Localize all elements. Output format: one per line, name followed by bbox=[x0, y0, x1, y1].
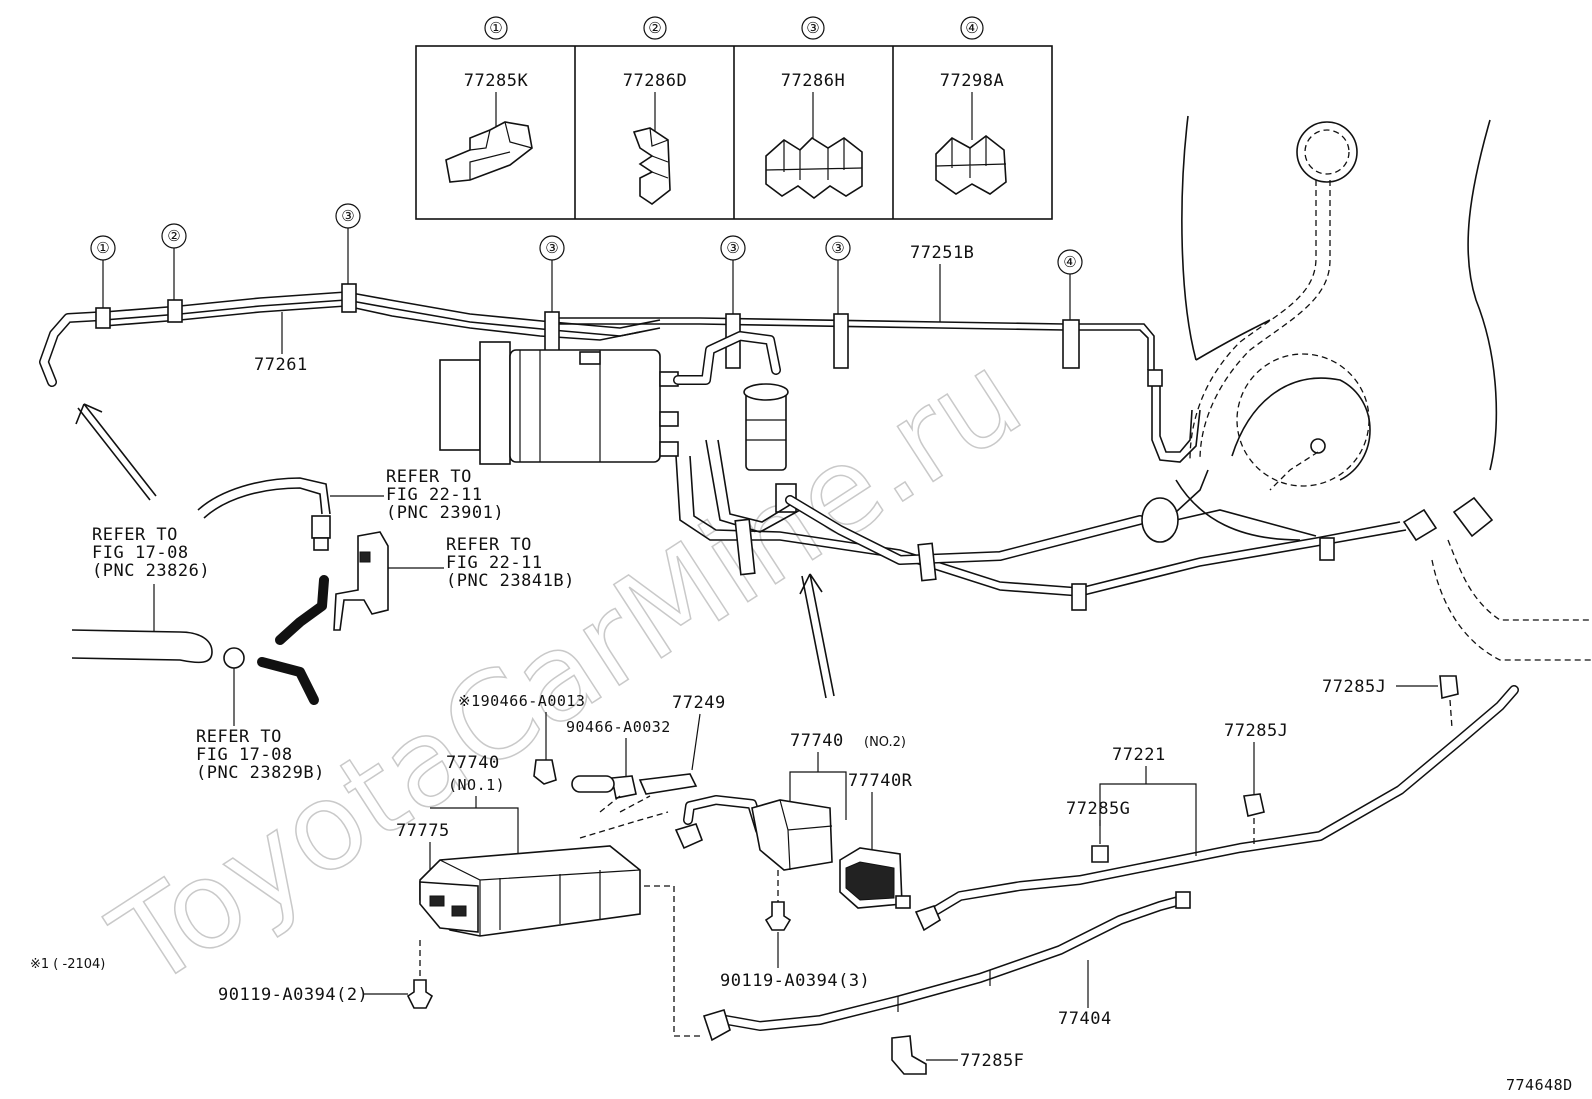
upper-pipe-lines bbox=[39, 291, 1201, 463]
label-77285f: 77285F bbox=[960, 1051, 1024, 1071]
legend-index-3: ③ bbox=[806, 19, 819, 37]
legend-index-1: ① bbox=[489, 19, 502, 37]
marker-3c: ③ bbox=[726, 239, 739, 257]
label-77285j-b: 77285J bbox=[1224, 721, 1288, 741]
hose-77404-group: 77404 77285F bbox=[702, 891, 1191, 1075]
pointer-arrows bbox=[75, 403, 835, 699]
marker-3a: ③ bbox=[341, 207, 354, 225]
label-90119-2: 90119-A0394(2) bbox=[218, 985, 368, 1005]
valve-no2-group: 77740 (NO.2) 77740R 90119-A0394(3) bbox=[674, 731, 913, 991]
clip-1-icon bbox=[95, 307, 111, 329]
marker-1: ① bbox=[96, 239, 109, 257]
refer-c-line1: REFER TO bbox=[92, 525, 178, 545]
refer-a-line2: FIG 22-11 bbox=[386, 485, 483, 505]
legend-part-3: 77286H bbox=[781, 71, 845, 91]
marker-2: ② bbox=[167, 227, 180, 245]
label-77740r: 77740R bbox=[848, 771, 913, 791]
vehicle-outline bbox=[1175, 115, 1592, 661]
label-77261: 77261 bbox=[254, 355, 308, 375]
label-190466: ※190466-A0013 bbox=[458, 692, 585, 710]
clip-77286d-icon bbox=[632, 127, 671, 205]
refer-c-line2: FIG 17-08 bbox=[92, 543, 189, 563]
canister-no1-group: 77740 (NO.1) 77775 90119-A0394(2) bbox=[218, 753, 700, 1037]
refer-a-line3: (PNC 23901) bbox=[386, 503, 504, 523]
refer-b-line3: (PNC 23841B) bbox=[446, 571, 575, 591]
refer-b-line2: FIG 22-11 bbox=[446, 553, 543, 573]
legend-part-1: 77285K bbox=[464, 71, 529, 91]
footnote: ※1 ( -2104) bbox=[30, 957, 105, 972]
refer-group-b: REFER TO FIG 22-11 (PNC 23841B) bbox=[275, 531, 575, 645]
legend-part-2: 77286D bbox=[623, 71, 687, 91]
clip-4-icon bbox=[1062, 319, 1080, 369]
label-90119-3: 90119-A0394(3) bbox=[720, 971, 870, 991]
refer-d-line1: REFER TO bbox=[196, 727, 282, 747]
figure-code: 774648D bbox=[1506, 1076, 1573, 1094]
label-77740-no1: 77740 bbox=[446, 753, 500, 773]
refer-c-line3: (PNC 23826) bbox=[92, 561, 210, 581]
marker-3b: ③ bbox=[545, 239, 558, 257]
label-77249: 77249 bbox=[672, 693, 726, 713]
clip-legend-table: ① 77285K ② 77286D ③ 77286H ④ 77298A bbox=[415, 16, 1053, 220]
hose-77221-group: 77221 77285G 77285J 77285J bbox=[914, 675, 1519, 932]
refer-group-c: REFER TO FIG 17-08 (PNC 23826) bbox=[71, 525, 319, 705]
label-77740-no2-sub: (NO.2) bbox=[864, 735, 906, 750]
legend-index-2: ② bbox=[648, 19, 661, 37]
clip-markers: ① ② ③ ③ ③ ③ ④ bbox=[90, 203, 1083, 320]
marker-3d: ③ bbox=[831, 239, 844, 257]
refer-b-line1: REFER TO bbox=[446, 535, 532, 555]
legend-cell-1: ① 77285K bbox=[445, 16, 533, 183]
legend-cell-3: ③ 77286H bbox=[765, 16, 863, 199]
hose-77249-group: ※190466-A0013 90466-A0032 77249 bbox=[458, 692, 726, 813]
label-90466: 90466-A0032 bbox=[566, 718, 671, 736]
label-77404: 77404 bbox=[1058, 1009, 1112, 1029]
legend-cell-4: ④ 77298A bbox=[935, 16, 1007, 195]
label-77285g: 77285G bbox=[1066, 799, 1130, 819]
lower-pipe-lines bbox=[675, 439, 1438, 611]
refer-group-a: REFER TO FIG 22-11 (PNC 23901) bbox=[197, 467, 504, 551]
clip-2-icon bbox=[167, 299, 183, 323]
clip-3a-icon bbox=[341, 283, 357, 313]
label-77740-no2: 77740 bbox=[790, 731, 844, 751]
legend-part-4: 77298A bbox=[940, 71, 1004, 91]
clip-77286h-icon bbox=[765, 136, 863, 199]
clip-77285k-icon bbox=[445, 121, 533, 183]
refer-a-line1: REFER TO bbox=[386, 467, 472, 487]
label-77221: 77221 bbox=[1112, 745, 1166, 765]
marker-4: ④ bbox=[1063, 253, 1076, 271]
refer-d-line2: FIG 17-08 bbox=[196, 745, 293, 765]
label-77740-no1-sub: (NO.1) bbox=[448, 776, 505, 794]
clip-3d-icon bbox=[833, 313, 849, 369]
refer-group-d: REFER TO FIG 17-08 (PNC 23829B) bbox=[196, 668, 325, 783]
label-77775: 77775 bbox=[396, 821, 450, 841]
refer-d-line3: (PNC 23829B) bbox=[196, 763, 325, 783]
label-77251b: 77251B bbox=[910, 243, 974, 263]
legend-index-4: ④ bbox=[965, 19, 978, 37]
label-77285j-a: 77285J bbox=[1322, 677, 1386, 697]
legend-cell-2: ② 77286D bbox=[623, 16, 687, 205]
upper-line-clips bbox=[95, 283, 1080, 369]
